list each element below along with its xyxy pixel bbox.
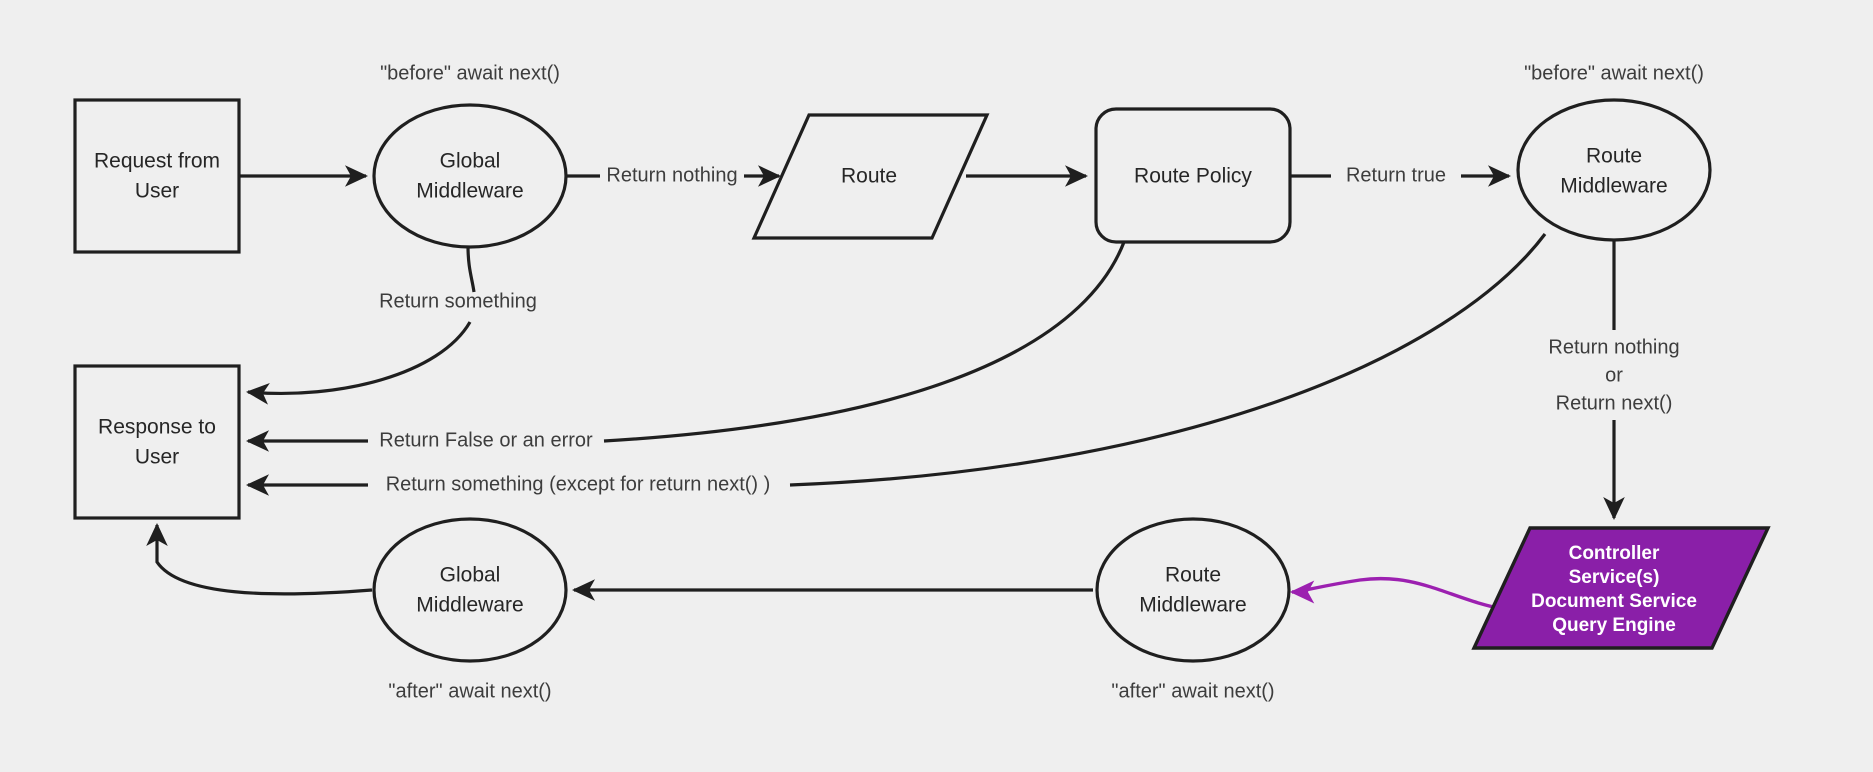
edge-route-policy-to-response-curve [603, 241, 1126, 443]
edge-label-return-something: Return something [379, 290, 537, 312]
node-global-middleware-after-line1: Global [440, 564, 501, 587]
node-request-from-user[interactable] [73, 98, 241, 254]
node-route-middleware-after-line1: Route [1165, 564, 1221, 587]
annotation-before-await-next-global: "before" await next() [380, 62, 560, 84]
node-global-middleware-before-line2: Middleware [416, 180, 523, 203]
edge-global-middleware-return-something-stub [466, 245, 476, 293]
node-route-middleware-after-line2: Middleware [1139, 594, 1246, 617]
node-controller-line1: Controller [1569, 543, 1660, 564]
node-route-policy[interactable] [1094, 107, 1292, 244]
node-controller-services[interactable] [1471, 526, 1771, 650]
node-route-middleware-after[interactable] [1095, 517, 1291, 663]
node-controller-line3: Document Service [1531, 591, 1697, 612]
edge-label-return-something-except-next: Return something (except for return next… [386, 473, 771, 495]
edge-label-return-nothing-or-next-line1: Return nothing [1548, 336, 1679, 358]
edge-label-return-nothing-or-next-line2: or [1605, 364, 1623, 386]
node-global-middleware-after-line2: Middleware [416, 594, 523, 617]
edge-label-return-true: Return true [1346, 164, 1446, 186]
edge-global-middleware-after-to-response [146, 523, 373, 596]
edge-label-return-nothing: Return nothing [606, 164, 737, 186]
annotation-after-await-next-route: "after" await next() [1111, 680, 1274, 702]
edge-label-return-nothing-or-next-line3: Return next() [1556, 392, 1673, 414]
node-response-to-user-line2: User [135, 446, 179, 469]
annotation-after-await-next-global: "after" await next() [388, 680, 551, 702]
node-global-middleware-after[interactable] [372, 517, 568, 663]
node-global-middleware-before-line1: Global [440, 150, 501, 173]
node-route-middleware-before[interactable] [1516, 98, 1712, 242]
node-controller-line4: Query Engine [1552, 615, 1676, 636]
node-request-from-user-line2: User [135, 180, 179, 203]
node-route-middleware-before-line1: Route [1586, 145, 1642, 168]
node-route[interactable] [751, 113, 990, 240]
node-route-middleware-before-line2: Middleware [1560, 175, 1667, 198]
edge-global-middleware-to-response [246, 321, 472, 405]
annotation-before-await-next-route: "before" await next() [1524, 62, 1704, 84]
edge-route-middleware-to-response-curve [789, 233, 1547, 487]
node-route-label: Route [841, 165, 897, 188]
node-request-from-user-line1: Request from [94, 150, 220, 173]
edge-label-return-false-or-error: Return False or an error [379, 429, 593, 451]
node-controller-line2: Service(s) [1569, 567, 1660, 588]
node-response-to-user[interactable] [73, 364, 241, 520]
node-response-to-user-line1: Response to [98, 416, 216, 439]
edge-controller-to-route-middleware-after [1289, 576, 1509, 612]
node-route-policy-label: Route Policy [1134, 165, 1252, 188]
node-global-middleware-before[interactable] [372, 103, 568, 249]
